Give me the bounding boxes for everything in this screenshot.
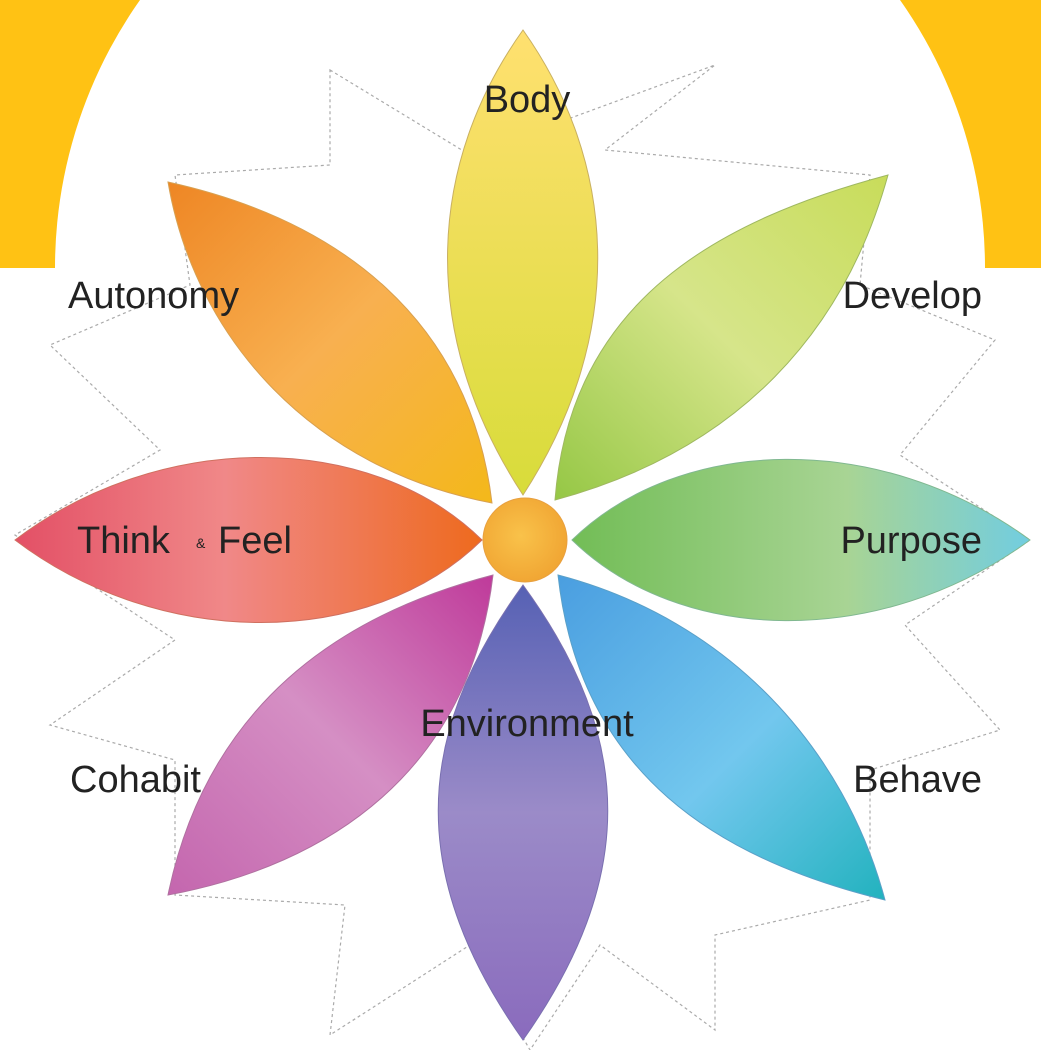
label-think: Think <box>77 520 171 562</box>
label-cohabit: Cohabit <box>70 759 201 801</box>
label-body: Body <box>484 79 571 121</box>
flower-center <box>482 497 568 583</box>
dashed-guide-star <box>13 64 1032 1050</box>
petal-purpose <box>571 458 1031 622</box>
petal-body <box>447 29 599 496</box>
label-develop: Develop <box>843 275 982 317</box>
label-behave: Behave <box>853 759 982 801</box>
petal-think-feel <box>14 457 483 623</box>
label-environment: Environment <box>420 703 634 745</box>
label-feel: Feel <box>218 520 292 562</box>
label-autonomy: Autonomy <box>68 275 239 317</box>
banner-background <box>0 0 1041 268</box>
label-purpose: Purpose <box>840 520 982 562</box>
petal-environment <box>437 584 609 1041</box>
label-ampersand: & <box>196 535 206 551</box>
petal-develop <box>554 174 889 501</box>
petal-autonomy <box>167 181 493 504</box>
petal-behave <box>557 574 886 901</box>
petal-cohabit <box>167 574 494 896</box>
